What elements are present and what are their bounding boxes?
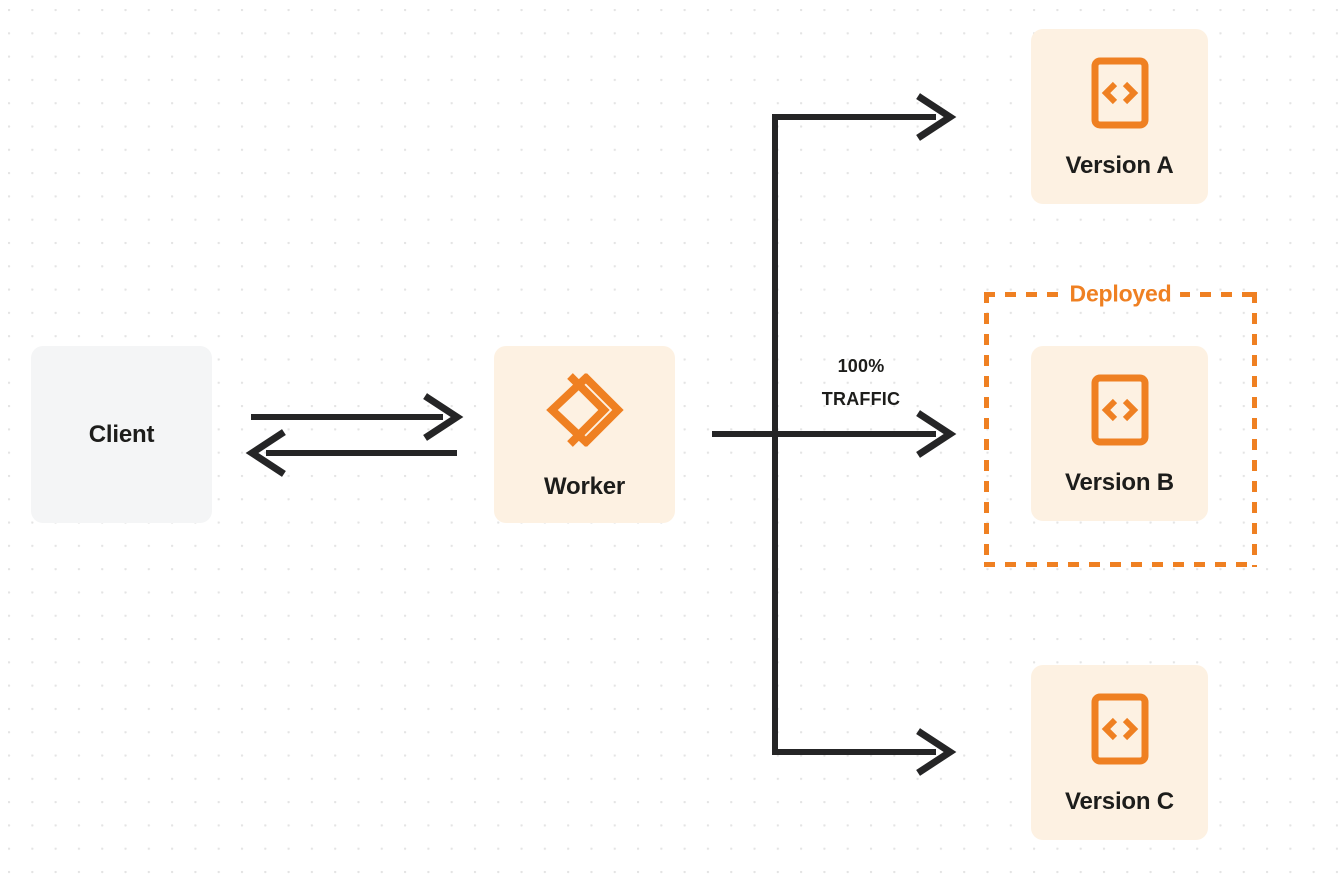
deployed-border-left: [984, 292, 989, 567]
edge-worker-trunk: [712, 114, 778, 755]
node-version-b-label: Version B: [1065, 468, 1174, 496]
deployed-group: Deployed: [984, 282, 1257, 567]
code-brackets-icon: [1090, 56, 1150, 135]
cloudflare-workers-logo-icon: [544, 370, 626, 455]
node-worker-label: Worker: [543, 473, 626, 500]
deployed-border-top-left: [984, 292, 1062, 297]
edge-worker-to-version-b: [775, 410, 957, 458]
node-client-label: Client: [88, 420, 155, 448]
node-version-a-label: Version A: [1065, 151, 1174, 179]
deployed-border-bottom: [984, 562, 1257, 567]
deployed-group-label: Deployed: [1060, 282, 1181, 306]
deployed-border-top-right: [1179, 292, 1257, 297]
edge-client-to-worker: [251, 393, 464, 441]
node-client[interactable]: Client: [31, 346, 212, 523]
node-version-b[interactable]: Version B: [1031, 346, 1208, 521]
edge-worker-to-version-c: [772, 728, 957, 776]
node-version-a[interactable]: Version A: [1031, 29, 1208, 204]
node-version-c-label: Version C: [1065, 787, 1174, 815]
code-brackets-icon: [1090, 373, 1150, 452]
traffic-caption: TRAFFIC: [821, 389, 901, 410]
traffic-percent: 100%: [837, 356, 885, 376]
code-brackets-icon: [1090, 692, 1150, 771]
edge-worker-to-client: [245, 429, 457, 477]
edge-worker-to-version-a: [772, 93, 957, 141]
node-worker[interactable]: Worker: [494, 346, 675, 523]
node-version-c[interactable]: Version C: [1031, 665, 1208, 840]
traffic-label: 100% TRAFFIC: [782, 350, 940, 417]
deployed-border-right: [1252, 292, 1257, 567]
